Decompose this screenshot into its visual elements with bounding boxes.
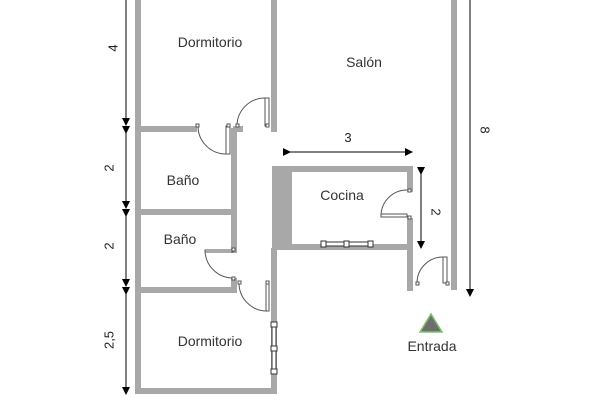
dim-label-cocina-width: 3	[344, 130, 351, 145]
entrance-marker-icon[interactable]	[418, 312, 444, 333]
wall-left-outer	[135, 0, 141, 394]
room-label-bano-1: Baño	[167, 172, 200, 188]
window-dormitorio-2	[270, 321, 278, 375]
door-entrada[interactable]	[415, 256, 450, 286]
door-cocina[interactable]	[380, 188, 412, 220]
wall-dorm1-right	[271, 0, 277, 130]
wall-bano-right	[231, 128, 237, 253]
wall-cocina-top	[272, 166, 413, 172]
wall-bottom-outer	[135, 388, 277, 394]
dim-label-salon-height: 8	[478, 126, 493, 133]
dim-label-left-top: 4	[105, 44, 120, 51]
dim-label-left-bano1: 2	[101, 164, 116, 171]
entrance-label: Entrada	[407, 338, 456, 354]
wall-dorm2-right	[271, 248, 277, 394]
wall-cocina-right-a	[407, 166, 413, 192]
door-dormitorio-1[interactable]	[235, 97, 270, 128]
wall-dorm1-bottom-b	[233, 126, 243, 132]
dim-label-left-bottom: 2,5	[101, 331, 116, 349]
door-bano-1[interactable]	[195, 123, 231, 155]
room-label-dormitorio-2: Dormitorio	[178, 333, 243, 349]
wall-cocina-bottom	[272, 244, 413, 250]
door-dormitorio-2[interactable]	[237, 280, 270, 312]
wall-cocina-left	[272, 166, 292, 248]
dimension-lines	[122, 0, 474, 395]
wall-cocina-right-b	[407, 218, 413, 291]
window-cocina	[320, 240, 374, 248]
wall-between-banos	[135, 209, 237, 215]
room-label-salon: Salón	[346, 54, 382, 70]
walls	[135, 0, 457, 394]
wall-dorm1-bottom-a	[135, 126, 197, 132]
wall-bano2-stub	[231, 278, 237, 293]
dim-label-left-bano2: 2	[101, 242, 116, 249]
dim-label-cocina-height: 2	[429, 208, 444, 215]
door-bano-2[interactable]	[204, 247, 236, 281]
room-label-bano-2: Baño	[164, 231, 197, 247]
room-label-cocina: Cocina	[320, 187, 364, 203]
wall-dorm1-bottom-c	[271, 124, 277, 132]
wall-bano2-bottom	[135, 287, 237, 293]
room-label-dormitorio-1: Dormitorio	[178, 34, 243, 50]
doors	[195, 97, 450, 312]
wall-salon-right	[451, 0, 457, 290]
